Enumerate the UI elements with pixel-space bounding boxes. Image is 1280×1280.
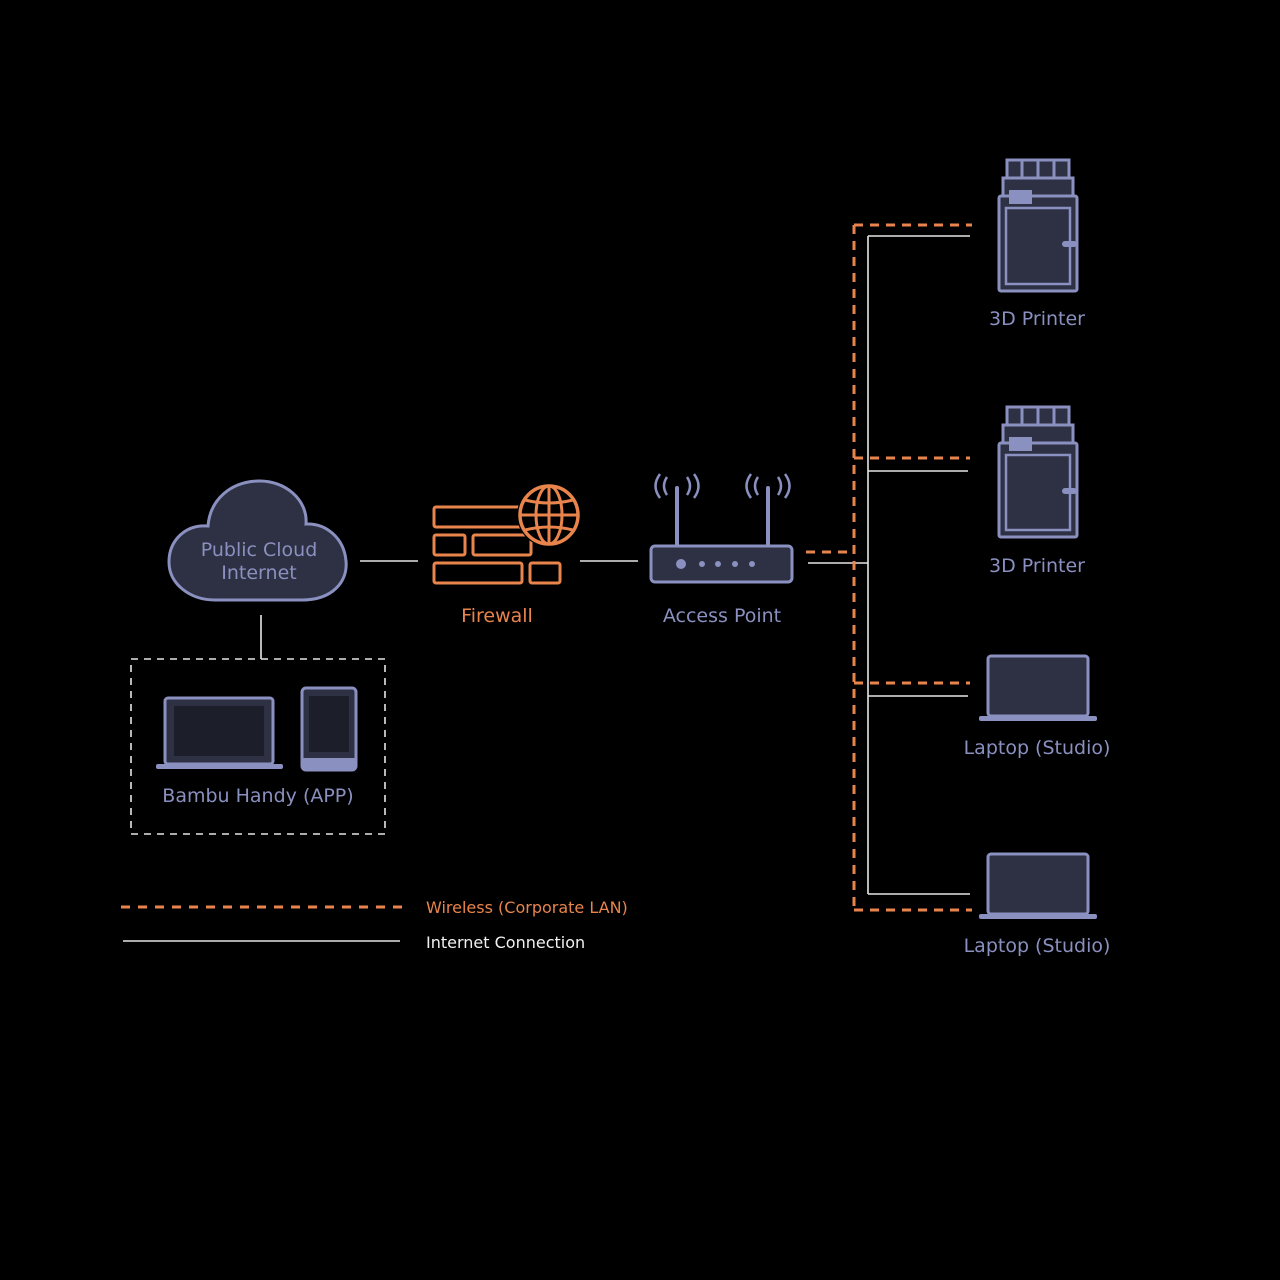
access-point-label: Access Point <box>663 605 781 627</box>
printer-icon <box>997 158 1079 293</box>
laptop-2-label: Laptop (Studio) <box>964 935 1111 957</box>
cloud-node: Public Cloud Internet <box>167 479 348 602</box>
legend-internet-label: Internet Connection <box>426 933 585 952</box>
phone-icon <box>300 686 358 772</box>
firewall-label: Firewall <box>461 605 533 627</box>
access-point-node: Access Point <box>649 473 794 627</box>
globe-icon <box>517 483 581 547</box>
legend: Wireless (Corporate LAN) Internet Connec… <box>121 898 628 952</box>
bambu-handy-node: Bambu Handy (APP) <box>130 658 386 835</box>
bambu-handy-label: Bambu Handy (APP) <box>162 785 353 807</box>
laptop-icon <box>156 696 283 769</box>
laptop-icon <box>979 654 1097 721</box>
cloud-icon <box>167 479 348 602</box>
legend-wireless-label: Wireless (Corporate LAN) <box>426 898 628 917</box>
printer-node-2: 3D Printer <box>989 405 1085 577</box>
printer-node-1: 3D Printer <box>989 158 1085 330</box>
laptop-1-label: Laptop (Studio) <box>964 737 1111 759</box>
printer-icon <box>997 405 1079 539</box>
router-icon <box>649 473 794 584</box>
printer-1-label: 3D Printer <box>989 308 1085 330</box>
laptop-node-2: Laptop (Studio) <box>964 852 1111 957</box>
laptop-node-1: Laptop (Studio) <box>964 654 1111 759</box>
bambu-handy-box <box>130 658 386 835</box>
cloud-label-line2: Internet <box>221 562 296 584</box>
printer-2-label: 3D Printer <box>989 555 1085 577</box>
firewall-node: Firewall <box>432 483 581 627</box>
laptop-icon <box>979 852 1097 919</box>
connections <box>260 223 972 912</box>
cloud-label-line1: Public Cloud <box>201 539 318 561</box>
